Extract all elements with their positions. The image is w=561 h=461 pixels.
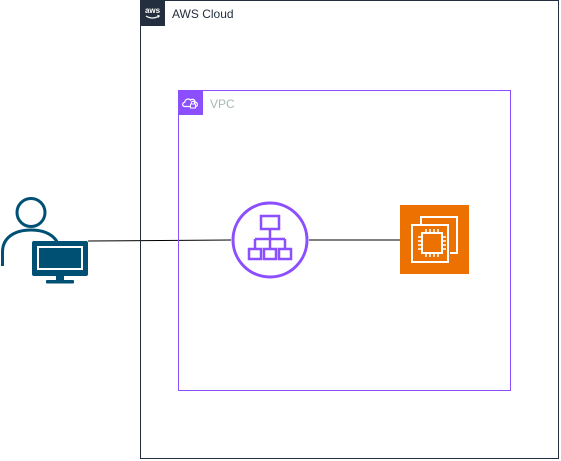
aws-cloud-group[interactable] bbox=[140, 0, 559, 459]
vpc-label: VPC bbox=[210, 97, 235, 111]
aws-logo-icon: aws bbox=[140, 1, 165, 26]
vpc-cloud-lock-icon bbox=[178, 90, 203, 115]
svg-text:aws: aws bbox=[145, 6, 161, 15]
aws-cloud-label: AWS Cloud bbox=[172, 7, 234, 21]
ec2-instance-icon[interactable] bbox=[400, 205, 469, 274]
vpc-group[interactable] bbox=[178, 90, 511, 391]
edge-user-to-load-balancer bbox=[87, 239, 232, 242]
load-balancer-icon[interactable] bbox=[230, 201, 310, 281]
user-workstation-icon[interactable] bbox=[0, 196, 90, 286]
